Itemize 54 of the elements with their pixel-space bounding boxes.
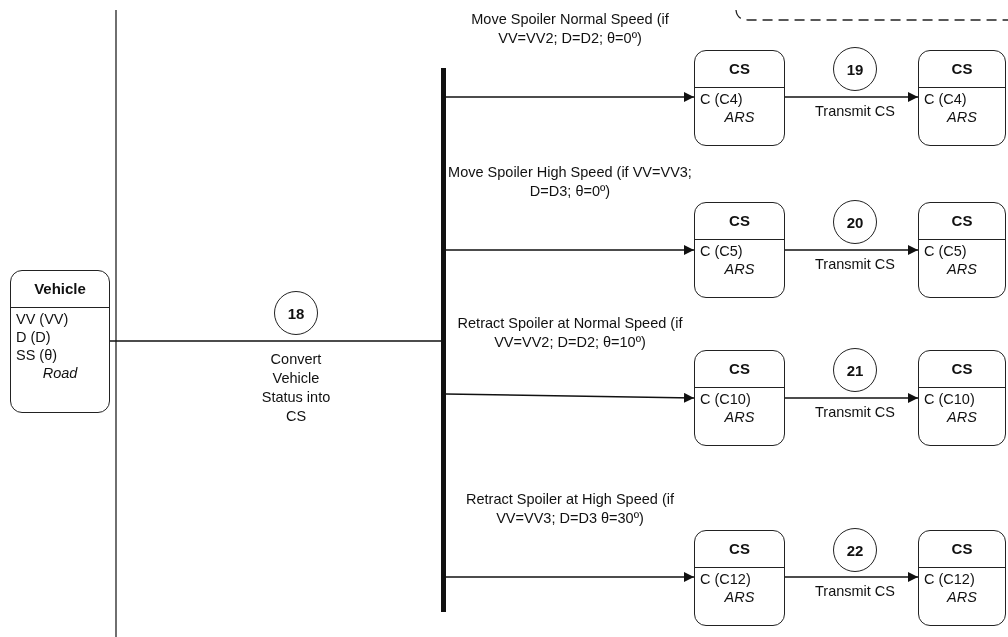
state-box	[918, 202, 1006, 298]
attribute-text: C (C10)	[923, 390, 976, 408]
step-number-circle: 18	[274, 291, 318, 335]
box-title: CS	[919, 203, 1005, 240]
state-box	[694, 50, 785, 146]
arrow	[784, 245, 919, 255]
arrow	[445, 245, 695, 255]
box-title: CS	[695, 531, 784, 568]
arrow	[784, 92, 919, 102]
state-box	[694, 530, 785, 626]
box-footer-text: ARS	[945, 260, 978, 278]
arrow	[445, 92, 695, 102]
state-box	[918, 50, 1006, 146]
attribute-text: C (C12)	[923, 570, 976, 588]
step-number-circle: 20	[833, 200, 877, 244]
state-box	[918, 530, 1006, 626]
attribute-text: D (D)	[15, 328, 52, 346]
attribute-text: C (C5)	[699, 242, 744, 260]
state-box	[694, 350, 785, 446]
box-footer-text: ARS	[945, 408, 978, 426]
box-footer-text: ARS	[723, 260, 756, 278]
box-footer-text: ARS	[945, 588, 978, 606]
attribute-text: C (C12)	[699, 570, 752, 588]
state-box	[10, 270, 110, 413]
box-title: CS	[919, 531, 1005, 568]
attribute-text: C (C10)	[699, 390, 752, 408]
box-footer-text: ARS	[723, 108, 756, 126]
box-title: CS	[695, 51, 784, 88]
box-footer-text: Road	[41, 364, 79, 382]
box-footer-text: ARS	[723, 588, 756, 606]
step-number-circle: 21	[833, 348, 877, 392]
attribute-text: C (C4)	[699, 90, 744, 108]
box-title: CS	[695, 351, 784, 388]
box-footer-text: ARS	[945, 108, 978, 126]
arrow	[445, 392, 695, 403]
box-title: Vehicle	[11, 271, 109, 308]
arrow	[445, 572, 695, 582]
fork-bar	[441, 68, 446, 612]
arrow	[784, 572, 919, 582]
arrow	[784, 393, 919, 403]
state-box	[694, 202, 785, 298]
attribute-text: C (C4)	[923, 90, 968, 108]
connector-line	[109, 340, 442, 342]
step-number-circle: 22	[833, 528, 877, 572]
box-title: CS	[695, 203, 784, 240]
step-number-circle: 19	[833, 47, 877, 91]
box-title: CS	[919, 351, 1005, 388]
box-footer-text: ARS	[723, 408, 756, 426]
attribute-text: SS (θ)	[15, 346, 59, 364]
box-title: CS	[919, 51, 1005, 88]
attribute-text: C (C5)	[923, 242, 968, 260]
attribute-text: VV (VV)	[15, 310, 70, 328]
edge-label: Move Spoiler High Speed (if VV=VV3; D=D3; θ=0º)	[448, 163, 692, 201]
state-box	[918, 350, 1006, 446]
